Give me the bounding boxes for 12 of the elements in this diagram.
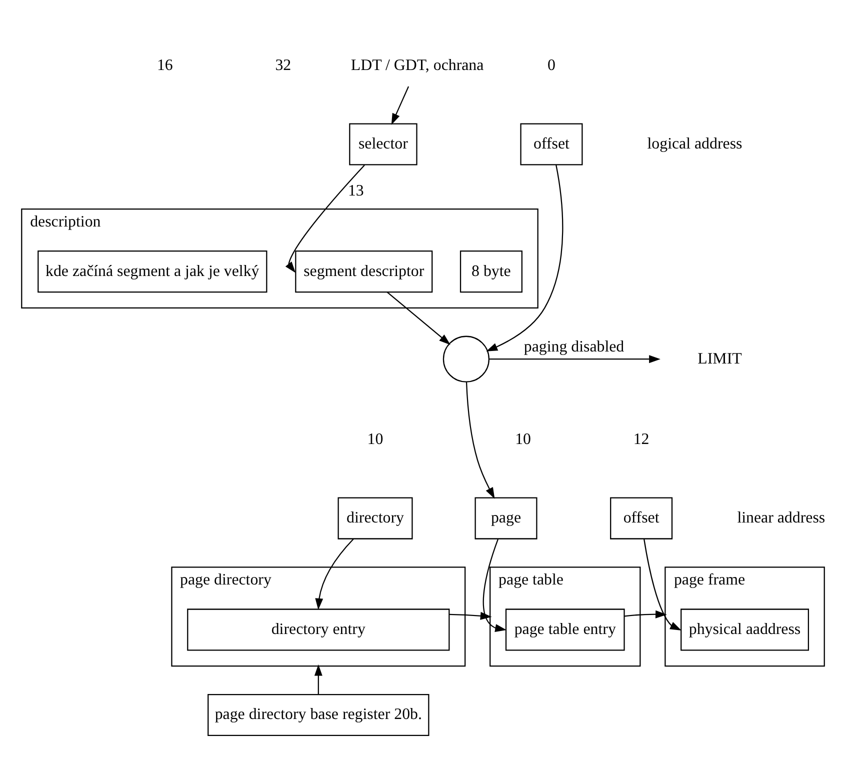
label: 0: [548, 56, 556, 74]
label: linear address: [737, 508, 826, 526]
label: 12: [633, 430, 650, 448]
label: 16: [156, 56, 173, 74]
edge-label: paging disabled: [524, 338, 624, 355]
node-text: LDT / GDT, ochrana: [350, 56, 484, 74]
label: 10: [367, 430, 384, 448]
label: logical address: [647, 134, 742, 152]
label: LIMIT: [698, 350, 742, 367]
label: 10: [515, 430, 532, 448]
label: 32: [275, 56, 292, 74]
edge-label: 13: [348, 182, 364, 200]
